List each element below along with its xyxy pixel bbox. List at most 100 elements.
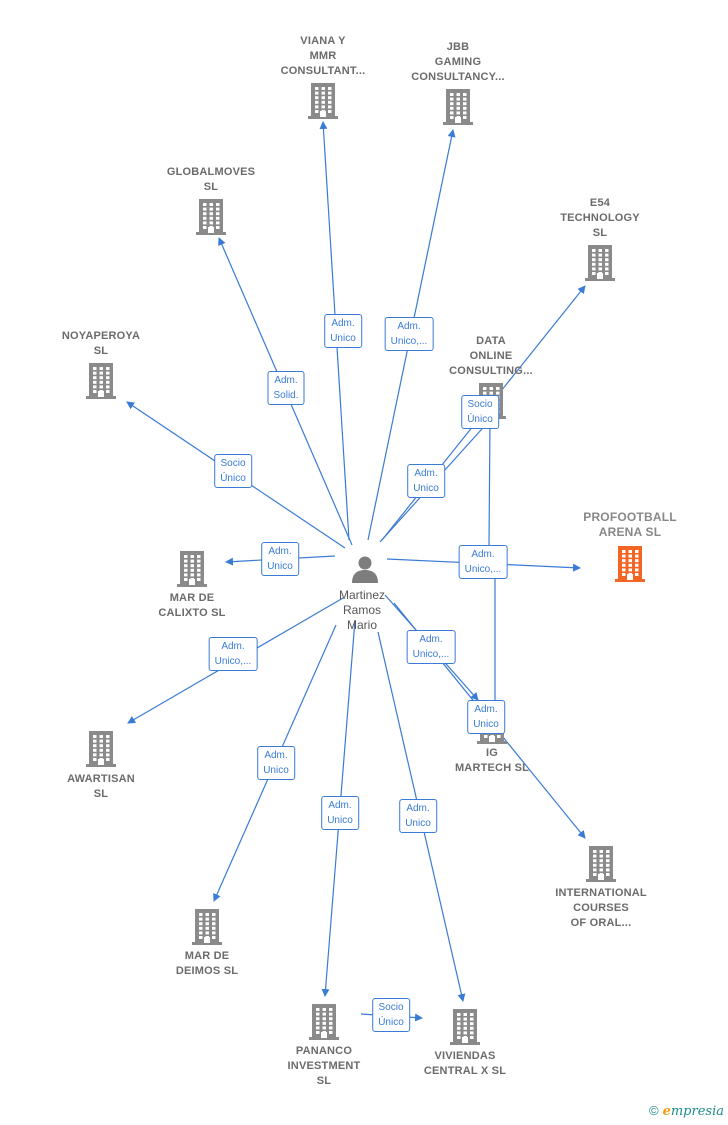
company-label-line: AWARTISAN [67,773,135,785]
building-icon[interactable] [307,81,339,124]
person-node[interactable] [349,553,381,585]
building-icon[interactable] [195,197,227,240]
relation-label-line: Adm. [268,546,292,557]
company-label-line: PANANCO [295,1045,353,1057]
relation-label-viana[interactable]: Adm.Unico [324,314,362,348]
building-icon[interactable] [85,729,117,772]
company-label-line: VIVIENDAS [434,1050,496,1062]
person-name: Martinez Ramos Mario [339,588,385,633]
relation-label-international[interactable]: Adm.Unico [467,700,505,734]
company-label-line: CENTRAL X SL [423,1065,507,1077]
relation-label-ig_martech[interactable]: Adm. Unico,... [406,630,456,664]
connector-line [488,419,491,546]
company-label-line: SL [592,227,608,239]
relation-label-line: Unico,... [412,649,450,660]
company-label-line: OF ORAL... [570,917,632,929]
relation-label-viviendas[interactable]: Adm. Unico [399,799,437,833]
relation-label-line: Adm. [264,750,288,761]
relation-label-line: Unico [267,561,293,572]
building-icon[interactable] [585,844,617,887]
relation-label-line: Adm. [419,634,443,645]
relation-label-mar_calixto[interactable]: Adm. Unico [261,542,299,576]
relation-label-line: Adm. [331,318,355,329]
company-label-line: SL [93,345,109,357]
relation-label-line: Unico,... [390,336,428,347]
relation-label-line: Adm. [397,321,421,332]
relation-label-line: Unico [405,818,431,829]
relation-label-line: Adm. [328,800,352,811]
company-label-line: CONSULTANT... [280,65,366,77]
company-label-line: COURSES [573,902,629,914]
relation-label-jbb[interactable]: Adm. Unico,... [384,317,434,351]
relation-label-line: Adm. [471,549,495,560]
relation-label-line: Único [467,414,493,425]
relation-label-line: Adm. [406,803,430,814]
company-label-viviendas[interactable]: VIVIENDAS CENTRAL X SL [424,1049,506,1079]
person-name-line: Mario [346,618,378,632]
company-label-data_online[interactable]: DATA ONLINE CONSULTING... [449,334,533,379]
relation-label-line: Socio [220,458,246,469]
relation-label-line: Unico [263,765,289,776]
relation-label-line: Socio [467,399,493,410]
building-icon[interactable] [442,87,474,130]
company-label-line: CONSULTING... [449,365,533,377]
relation-label-line: Único [378,1017,404,1028]
building-icon[interactable] [449,1007,481,1050]
relation-label-globalmoves[interactable]: Adm. Solid. [267,371,305,405]
company-label-line: MAR DE [169,592,215,604]
company-label-awartisan[interactable]: AWARTISAN SL [67,772,135,802]
relation-label-mar_deimos[interactable]: Adm. Unico [257,746,295,780]
company-label-line: NOYAPEROYA [61,330,141,342]
relation-label-pananco[interactable]: Adm. Unico [321,796,359,830]
relation-label-line: Adm. [221,641,245,652]
company-label-line: JBB [446,41,470,53]
building-icon[interactable] [85,361,117,404]
relation-label-line: Adm. [414,468,438,479]
brand-logo: empresia [662,1104,724,1119]
company-label-mar_calixto[interactable]: MAR DE CALIXTO SL [158,591,225,621]
relation-label-line: Unico [413,483,439,494]
relation-label-awartisan[interactable]: Adm. Unico,... [208,637,258,671]
relation-label-line: Unico [473,719,499,730]
company-label-line: E54 [589,197,611,209]
building-icon[interactable] [308,1002,340,1045]
building-icon[interactable] [176,549,208,592]
relation-label-line: Único [220,473,246,484]
company-label-line: SL [316,1075,332,1087]
person-name-line: Ramos [342,603,382,617]
company-label-line: ONLINE [469,350,513,362]
relation-label-profootball[interactable]: Adm.Unico,... [458,545,508,579]
relation-label-data_online[interactable]: Adm. Unico [407,464,445,498]
company-label-line: SL [93,788,109,800]
company-label-line: CONSULTANCY... [411,71,505,83]
company-label-line: ARENA SL [598,525,662,539]
company-label-line: IG [485,747,499,759]
relation-label-line: Unico,... [214,656,252,667]
company-label-line: DATA [476,335,506,347]
person-name-line: Martinez [338,588,386,602]
building-icon[interactable] [191,907,223,950]
company-label-noyaperoya[interactable]: NOYAPEROYA SL [62,329,140,359]
company-label-line: DEIMOS SL [175,965,239,977]
company-label-line: GLOBALMOVES [166,166,256,178]
relation-label-line: Adm. [274,375,298,386]
relation-label-line: Unico [327,815,353,826]
building-icon[interactable] [584,243,616,286]
company-label-line: PROFOOTBALL [583,510,677,524]
company-label-line: CALIXTO SL [158,607,226,619]
footer-brand[interactable]: ©empresia [649,1103,724,1119]
relation-label-line: Solid. [273,390,299,401]
building-icon[interactable] [614,544,646,587]
